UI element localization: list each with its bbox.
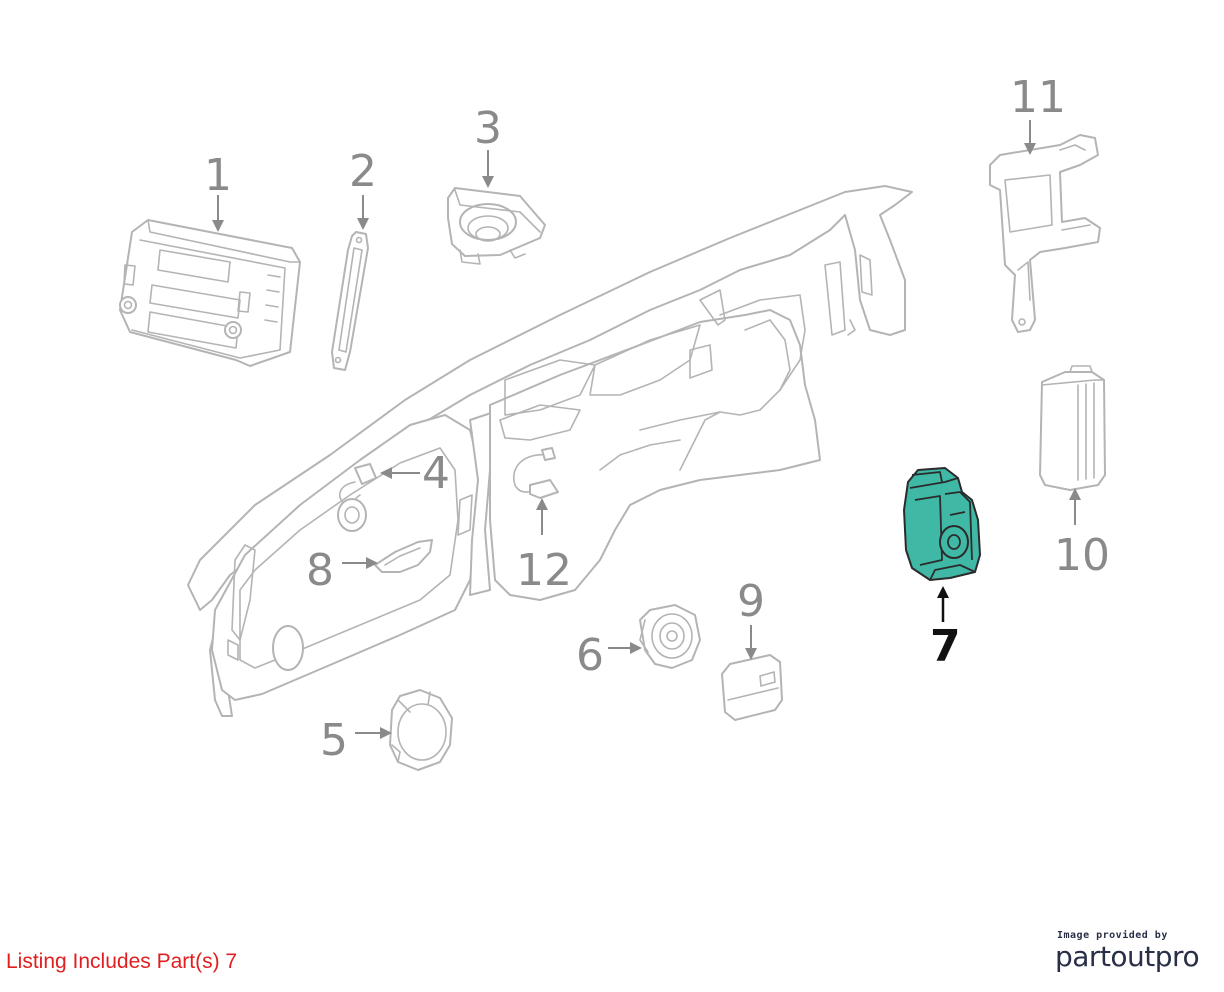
arrowhead-4 — [380, 467, 392, 479]
callout-2: 2 — [349, 146, 377, 197]
part-8-trim-piece — [374, 539, 433, 573]
part-4-tweeter — [337, 463, 377, 532]
partoutpro-logo: partoutpro — [1055, 940, 1200, 973]
arrowhead-1 — [212, 220, 224, 232]
arrowhead-7 — [937, 586, 949, 598]
callout-7: 7 — [930, 621, 961, 672]
part-6-speaker — [639, 604, 701, 669]
arrowhead-10 — [1069, 488, 1081, 500]
part-11-mounting-bracket — [989, 134, 1101, 333]
part-5-large-speaker — [389, 689, 453, 771]
arrowhead-8 — [366, 557, 378, 569]
credit-line: Image provided by — [1057, 930, 1168, 941]
callout-8: 8 — [306, 545, 334, 596]
callout-6: 6 — [576, 630, 604, 681]
arrowhead-9 — [745, 648, 757, 660]
part-2-bracket — [331, 231, 369, 371]
callout-11: 11 — [1010, 72, 1066, 123]
part-9-cover-plate — [721, 654, 783, 721]
callout-5: 5 — [320, 715, 348, 766]
arrowhead-3 — [482, 176, 494, 188]
arrowhead-6 — [630, 642, 642, 654]
arrowhead-11 — [1024, 143, 1036, 155]
part-12-sensor — [513, 447, 559, 499]
listing-note: Listing Includes Part(s) 7 — [6, 950, 238, 973]
callout-4: 4 — [422, 448, 450, 499]
part-7-subwoofer-enclosure — [903, 467, 981, 581]
callout-12: 12 — [516, 545, 572, 596]
part-10-amplifier — [1039, 365, 1106, 491]
image-credit: Image provided by partoutpro — [1055, 930, 1205, 973]
part-3-speaker — [447, 187, 546, 265]
callout-9: 9 — [737, 576, 765, 627]
callout-10: 10 — [1054, 530, 1110, 581]
vehicle-interior-outline — [187, 185, 913, 717]
callout-3: 3 — [474, 103, 502, 154]
part-1-radio-head-unit — [119, 219, 301, 367]
arrowhead-12 — [536, 498, 548, 510]
callout-1: 1 — [204, 150, 232, 201]
arrowhead-2 — [357, 218, 369, 230]
arrowhead-5 — [380, 727, 392, 739]
